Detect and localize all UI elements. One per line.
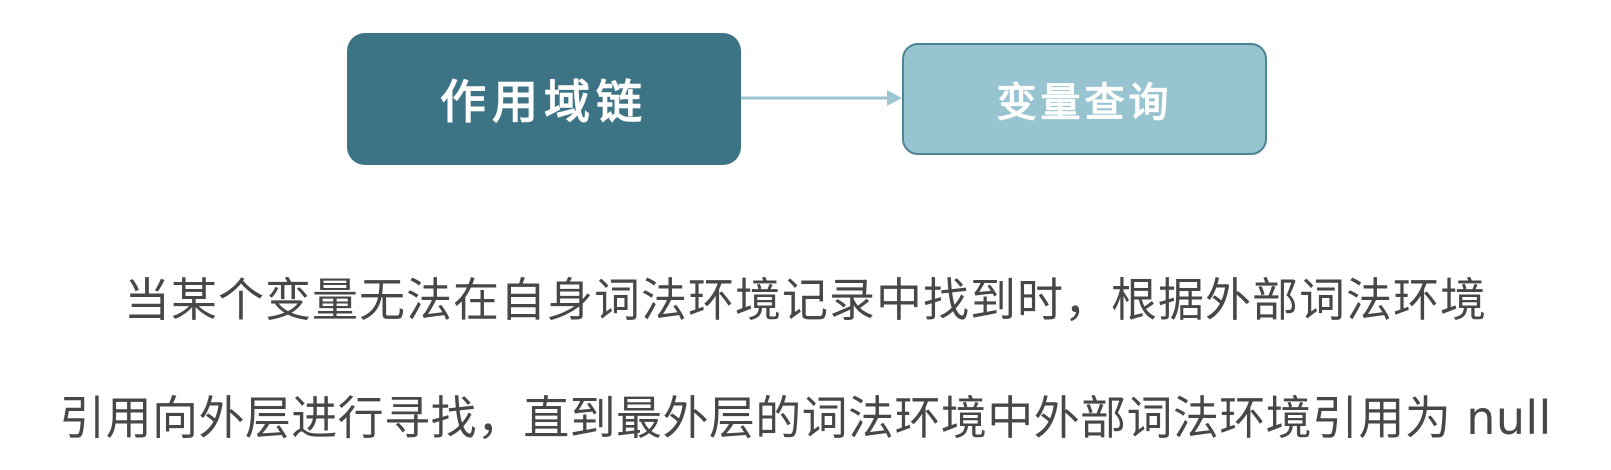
scope-chain-node: 作用域链 [347, 33, 741, 165]
variable-lookup-node: 变量查询 [902, 43, 1267, 155]
variable-lookup-label: 变量查询 [996, 80, 1173, 126]
description-line-1: 当某个变量无法在自身词法环境记录中找到时，根据外部词法环境 [124, 273, 1487, 327]
arrowhead-icon [887, 90, 902, 106]
scope-chain-label: 作用域链 [440, 75, 648, 129]
connector-arrow [741, 90, 902, 106]
description-line-2: 引用向外层进行寻找，直到最外层的词法环境中外部词法环境引用为 null [59, 391, 1552, 445]
